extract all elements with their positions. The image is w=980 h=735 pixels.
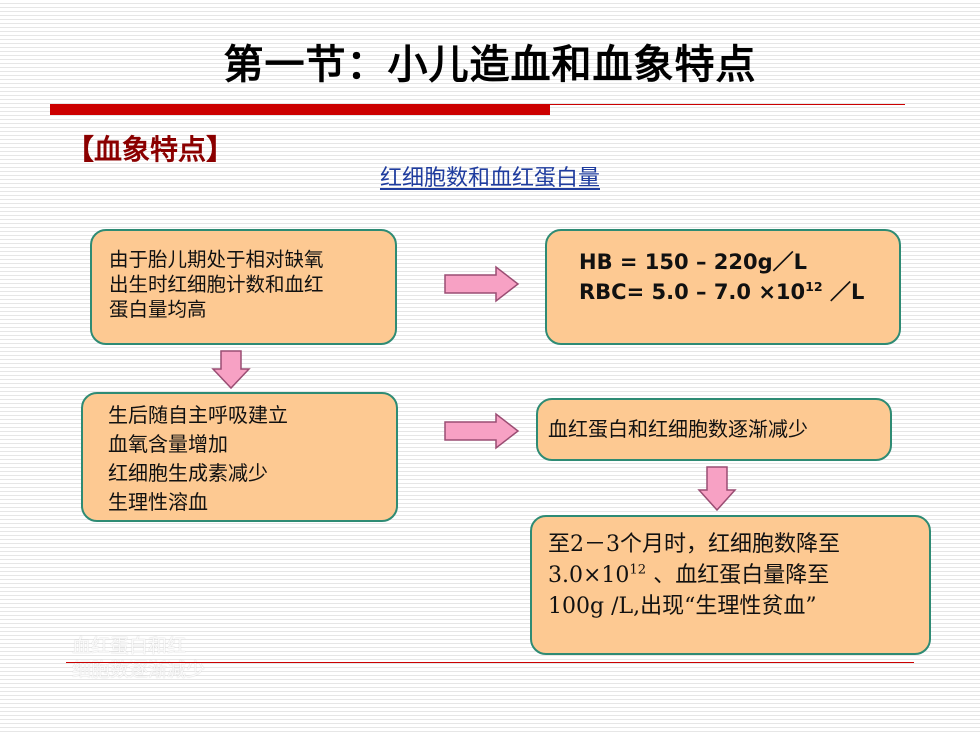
fetal-line-3: 蛋白量均高 [109, 298, 207, 321]
result-line-1: 至2－3个月时，红细胞数降至 [548, 532, 840, 557]
after-birth-box: 生后随自主呼吸建立 血氧含量增加 红细胞生成素减少 生理性溶血 [81, 392, 398, 522]
hb-rbc-values-box: HB = 150 – 220g／L RBC= 5.0 – 7.0 ×1012 ／… [545, 229, 901, 345]
fetal-condition-box: 由于胎儿期处于相对缺氧 出生时红细胞计数和血红 蛋白量均高 [90, 229, 397, 345]
physiological-anemia-box: 至2－3个月时，红细胞数降至 3.0×1012 、血红蛋白量降至 100g /L… [530, 515, 931, 655]
down-arrow-icon [697, 466, 737, 512]
slide-title: 第一节：小儿造血和血象特点 [223, 42, 757, 88]
result-line-2: 3.0×1012 、血红蛋白量降至 [548, 562, 830, 588]
bottom-rule [66, 662, 914, 663]
right-arrow-icon [444, 265, 520, 303]
after-line-3: 红细胞生成素减少 [108, 461, 268, 485]
faint-ghost-text: 血红蛋白和红 细胞数逐渐减少 [72, 634, 205, 682]
gradual-decrease-box: 血红蛋白和红细胞数逐渐减少 [536, 398, 892, 461]
rbc-value: RBC= 5.0 – 7.0 ×1012 ／L [579, 279, 865, 304]
decrease-text: 血红蛋白和红细胞数逐渐减少 [548, 417, 808, 441]
after-line-2: 血氧含量增加 [108, 432, 228, 456]
section-label: 【血象特点】 [66, 133, 235, 166]
after-line-4: 生理性溶血 [108, 490, 208, 514]
faint-line-2: 细胞数逐渐减少 [72, 659, 206, 681]
subtitle-link[interactable]: 红细胞数和血红蛋白量 [379, 166, 600, 191]
after-line-1: 生后随自主呼吸建立 [108, 403, 288, 427]
faint-line-1: 血红蛋白和红 [72, 635, 187, 657]
down-arrow-icon [211, 350, 251, 390]
fetal-line-1: 由于胎儿期处于相对缺氧 [109, 248, 324, 271]
hb-value: HB = 150 – 220g／L [579, 250, 808, 274]
right-arrow-icon [444, 412, 520, 450]
title-rule-thick [50, 104, 550, 115]
fetal-line-2: 出生时红细胞计数和血红 [109, 273, 324, 296]
result-line-3: 100g /L,出现“生理性贫血” [548, 594, 817, 619]
